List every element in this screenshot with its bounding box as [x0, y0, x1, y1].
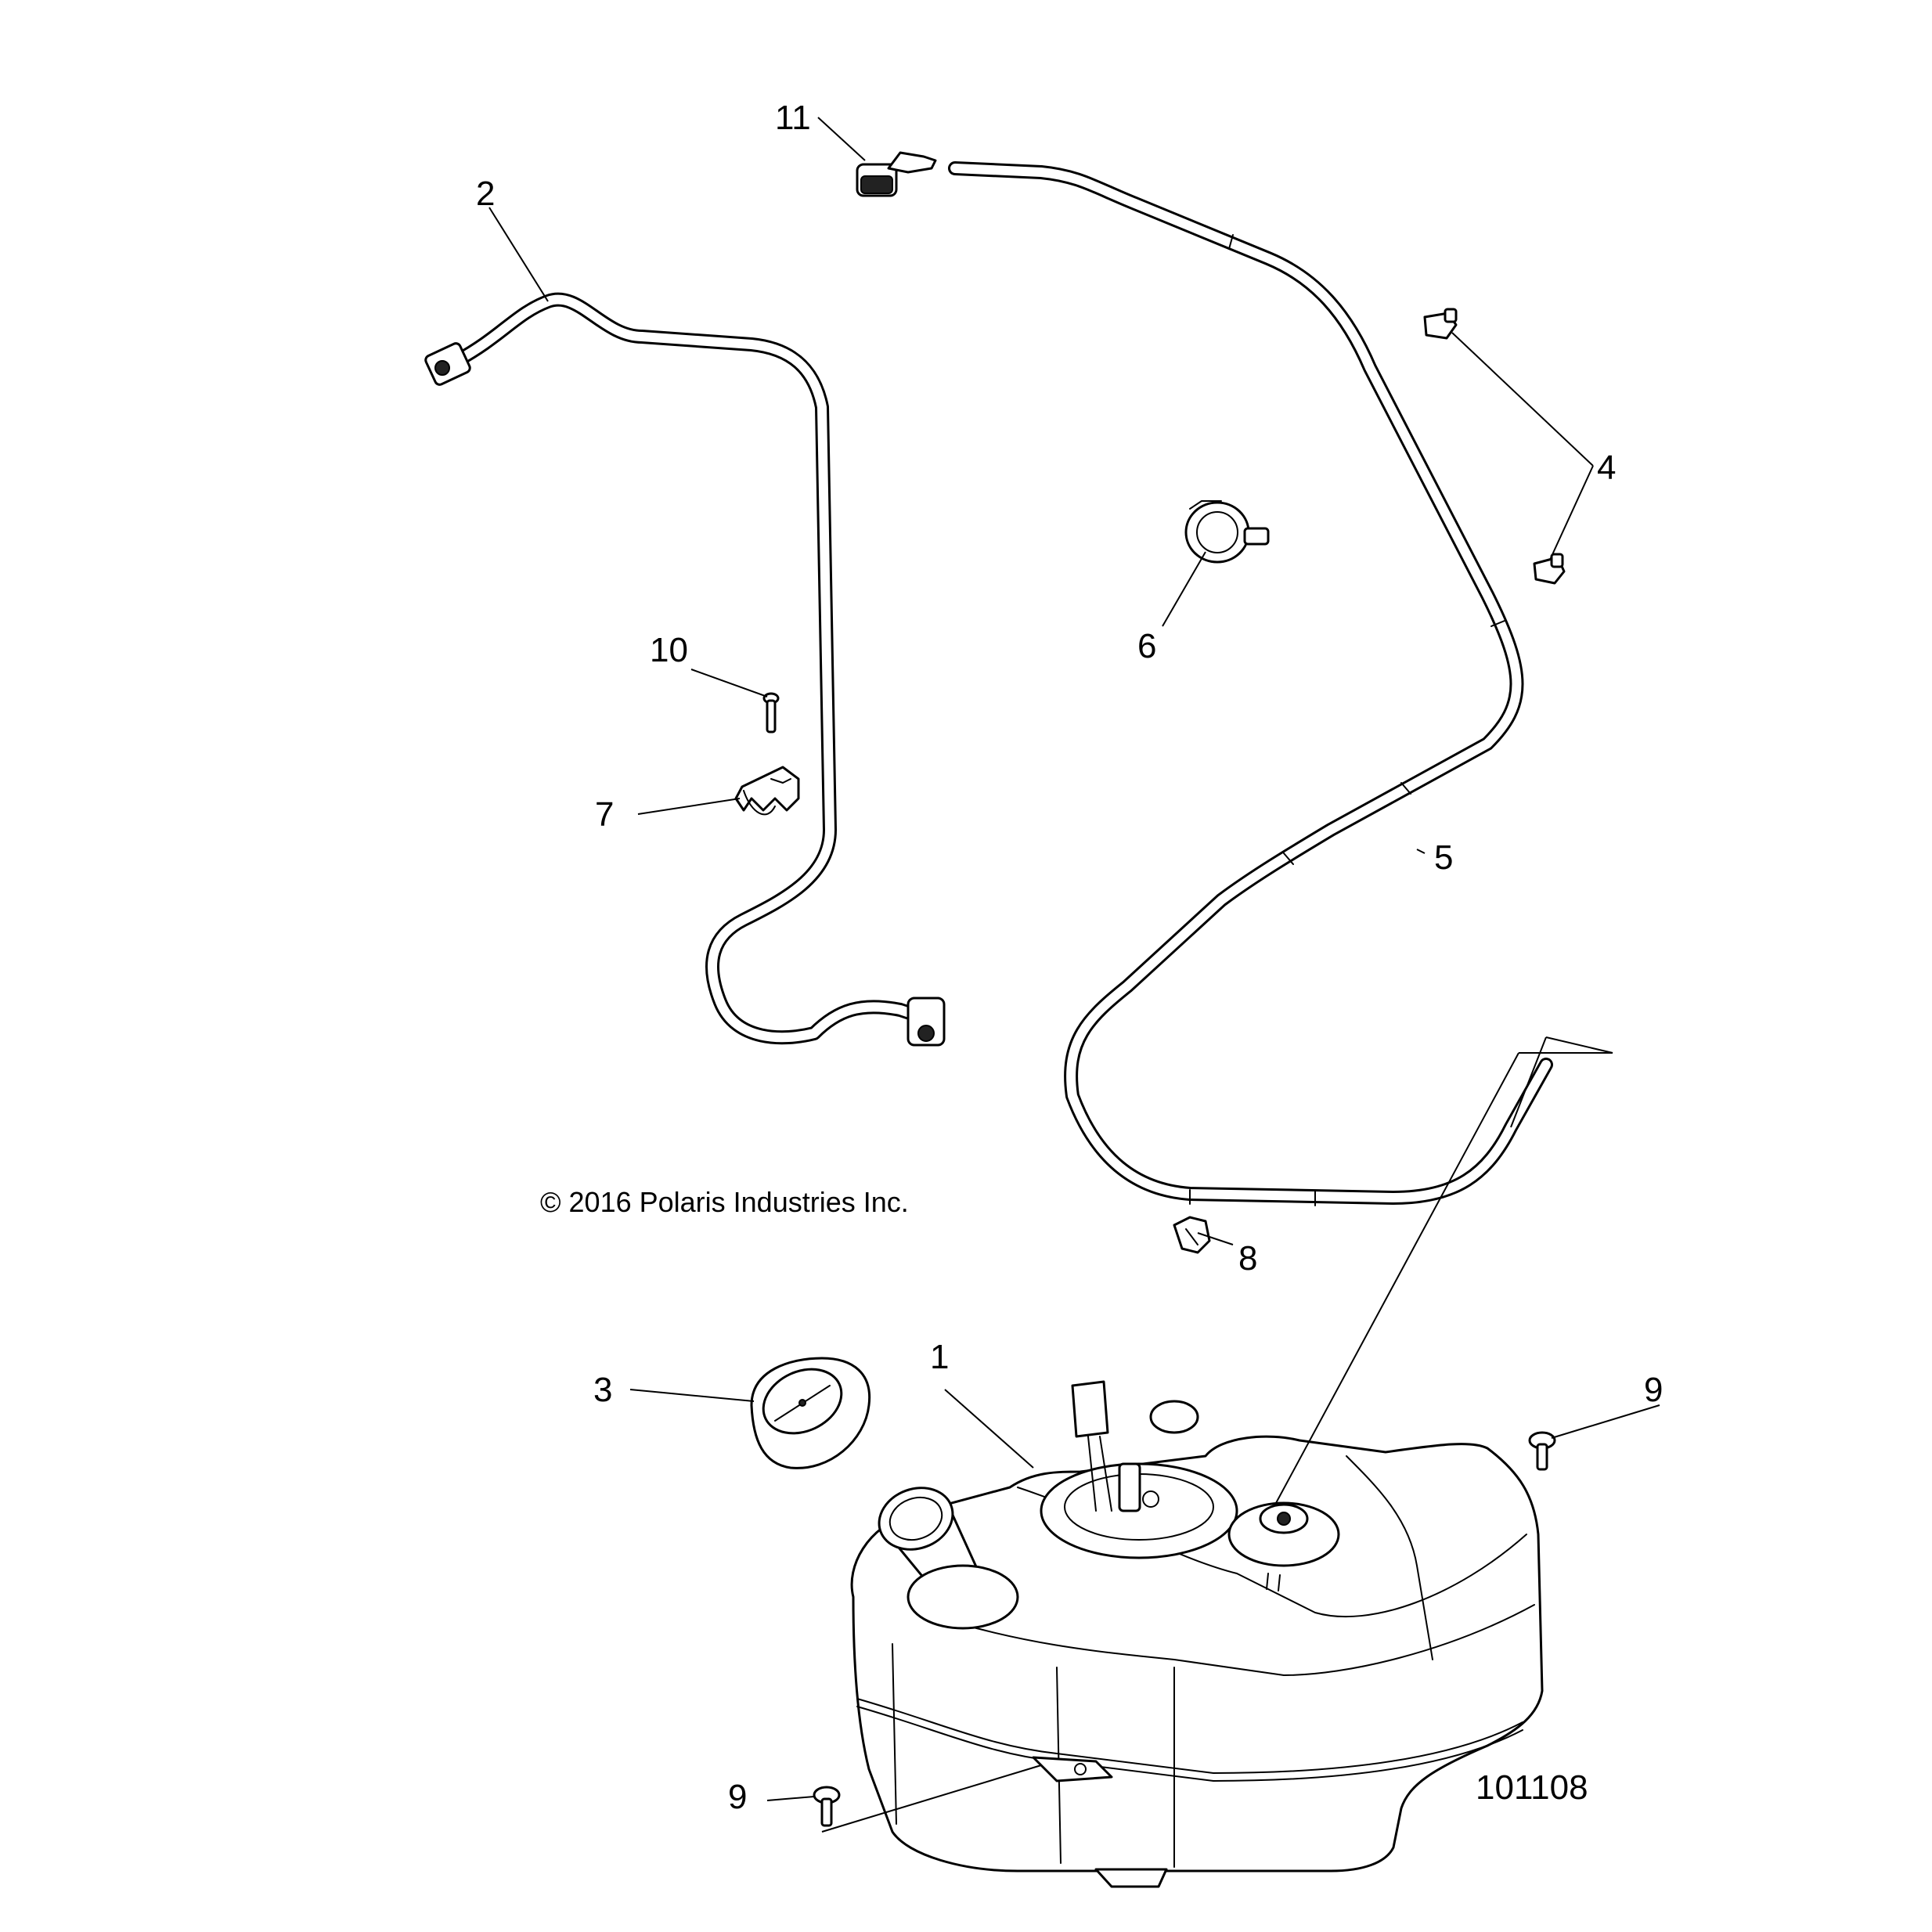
rollover-valve: [1227, 1501, 1340, 1591]
filler-neck: [878, 1487, 1019, 1630]
callout-8: 8: [1238, 1239, 1257, 1278]
callout-11: 11: [775, 99, 811, 137]
bolt-9-left: [813, 1786, 841, 1827]
copyright-text: © 2016 Polaris Industries Inc.: [540, 1186, 909, 1218]
fitting-11: [856, 151, 937, 197]
clip-8: [1173, 1216, 1211, 1254]
callout-10: 10: [650, 631, 688, 669]
callout-3: 3: [593, 1371, 612, 1409]
hose-clip-7: [734, 766, 800, 816]
quick-connector-left: [424, 342, 471, 386]
callout-6: 6: [1137, 627, 1156, 665]
callout-9-right: 9: [1644, 1371, 1663, 1409]
callout-7: 7: [595, 795, 614, 834]
screw-10: [762, 692, 780, 734]
callout-9-left: 9: [728, 1778, 747, 1816]
figure-number: 101108: [1476, 1768, 1588, 1807]
quick-connector-right: [907, 997, 946, 1047]
clip-4-lower: [1533, 553, 1566, 585]
callout-4: 4: [1597, 449, 1616, 487]
callout-2: 2: [476, 175, 495, 213]
callout-1: 1: [930, 1338, 949, 1376]
vent-line-5: [948, 161, 1553, 1206]
clamp-6: [1184, 500, 1270, 564]
leader-lines: [488, 117, 1660, 1833]
fuel-line-2: [424, 292, 946, 1047]
bolt-9-right: [1528, 1431, 1556, 1471]
fuel-pump-module: [1040, 1380, 1238, 1559]
fuel-tank-1: [850, 1380, 1544, 1888]
clip-4-upper: [1423, 308, 1458, 340]
callout-5: 5: [1434, 838, 1453, 877]
fuel-cap-3: [750, 1357, 871, 1469]
